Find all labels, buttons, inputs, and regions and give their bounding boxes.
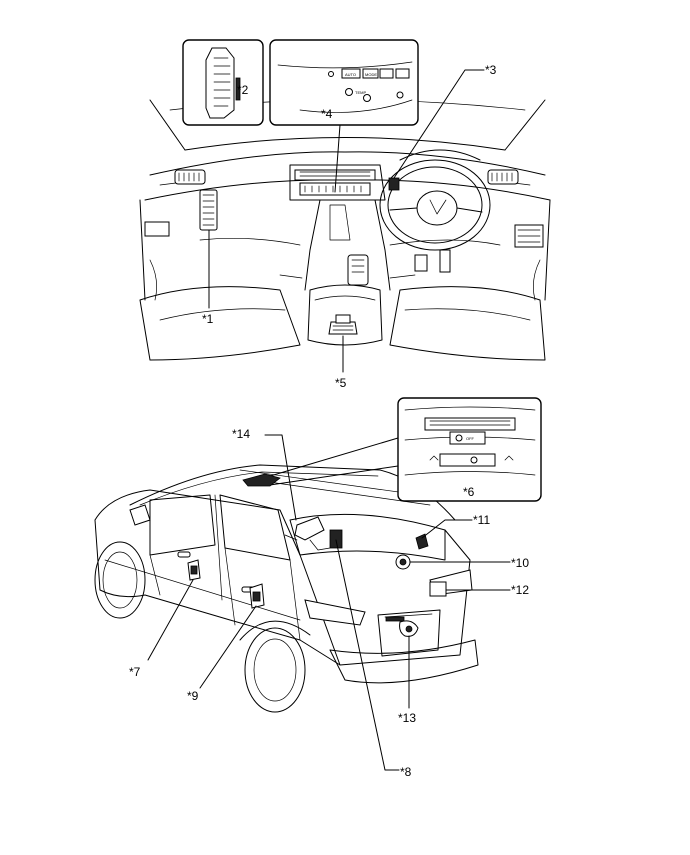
interior-illustration xyxy=(139,99,551,361)
label-5: *5 xyxy=(335,376,347,390)
inset-6-ceiling-panel: OFF xyxy=(397,397,542,502)
label-1: *1 xyxy=(202,312,214,326)
label-13: *13 xyxy=(398,711,416,725)
inset-2 xyxy=(182,39,264,126)
part-5-sensor xyxy=(328,314,358,335)
label-9: *9 xyxy=(187,689,199,703)
part-3-marker xyxy=(388,177,400,191)
label-6: *6 xyxy=(463,485,475,499)
label-11: *11 xyxy=(473,513,490,527)
part-1-module xyxy=(199,189,218,231)
part-8-unit xyxy=(329,529,343,549)
label-3: *3 xyxy=(485,63,497,77)
leader-3 xyxy=(393,69,485,179)
label-7: *7 xyxy=(129,665,141,679)
part-7-door-lock xyxy=(187,559,201,581)
leader-9 xyxy=(199,605,257,689)
part-10-component xyxy=(395,554,411,570)
part-13-component xyxy=(385,616,419,637)
off-text: OFF xyxy=(466,436,475,441)
leader-8 xyxy=(335,539,400,771)
label-8: *8 xyxy=(400,765,412,779)
inset-4-ac-panel: AUTO MODE TEMP xyxy=(269,39,419,126)
label-2: *2 xyxy=(237,83,249,97)
part-11-component xyxy=(415,533,429,550)
label-10: *10 xyxy=(511,556,529,570)
leader-4 xyxy=(334,124,341,193)
leader-14 xyxy=(264,434,297,521)
part-12-component xyxy=(429,581,447,597)
part-9-door-lock xyxy=(249,583,265,609)
label-12: *12 xyxy=(511,583,529,597)
leader-7 xyxy=(147,579,194,661)
temp-text: TEMP xyxy=(355,90,366,95)
leader-11 xyxy=(421,519,473,539)
auto-text: AUTO xyxy=(345,72,356,77)
mode-text: MODE xyxy=(365,72,377,77)
label-4: *4 xyxy=(321,107,333,121)
part-14-roof-module xyxy=(242,473,331,551)
exterior-illustration xyxy=(94,464,479,713)
leader-6b xyxy=(269,465,399,486)
leader-6a xyxy=(249,437,399,483)
label-14: *14 xyxy=(232,427,250,441)
